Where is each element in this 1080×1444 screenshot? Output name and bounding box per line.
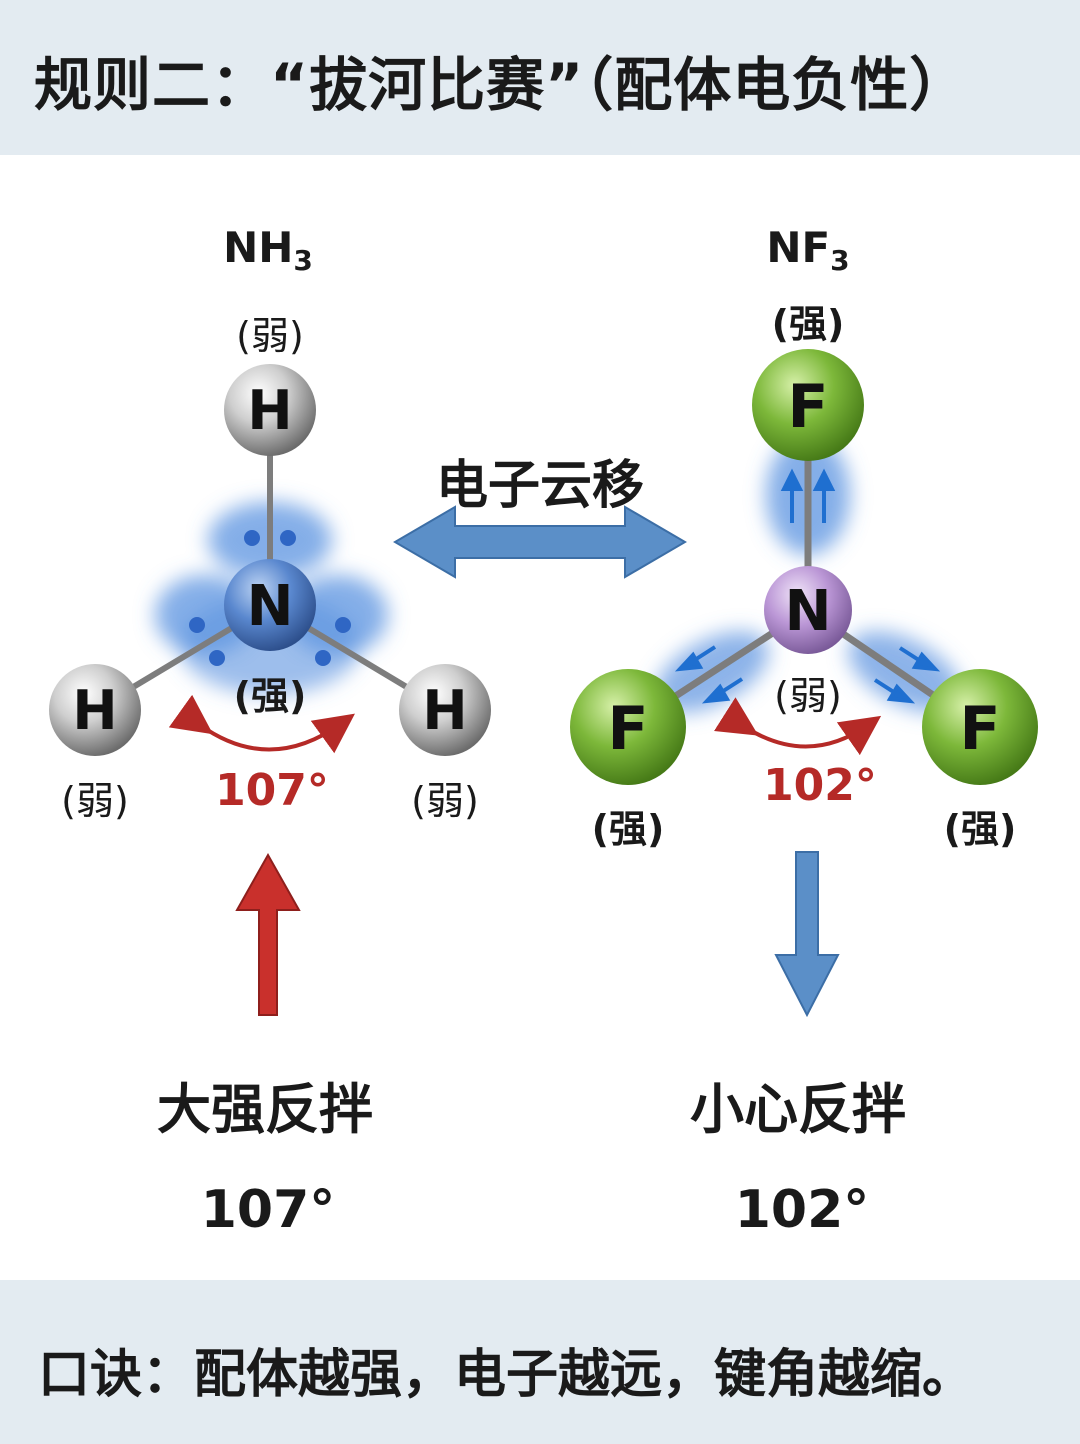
f-atom-left: F [570,669,686,785]
f-atom-top: F [752,349,864,461]
atom-symbol: H [72,679,117,742]
n-atom-right: N [764,566,852,654]
down-arrow-blue [774,851,840,1018]
electron-dots [189,530,351,666]
f-right-strength-label: (强) [943,807,1017,851]
h-atom-left: H [49,664,141,756]
double-arrow [393,505,687,579]
h-right-strength-label: (弱) [411,779,479,823]
atom-symbol: F [788,372,829,442]
electron-cloud-shift-label: 电子云移 [435,456,645,516]
nf3-formula: NF3 [766,223,850,277]
angle-arc [168,694,355,754]
angle-arc [714,697,882,756]
f-top-strength-label: (强) [771,302,845,346]
atom-symbol: N [247,574,294,639]
diagram-area: H N H H [0,155,1080,1280]
atom-symbol: H [422,679,467,742]
atom-symbol: F [608,694,649,764]
mnemonic-text: 口诀：配体越强，电子越远，键角越缩。 [38,1345,975,1405]
h-top-strength-label: (弱) [236,314,304,358]
molecule-diagram: H N H H [49,349,1038,1018]
nf3-molecule: F N F F [570,349,1038,785]
nh3-molecule: H N H H [49,364,491,756]
h-atom-right: H [399,664,491,756]
n-atom-left: N [224,559,316,651]
n-strength-label: (弱) [774,674,842,718]
atom-symbol: N [785,579,832,644]
nh3-formula: NH3 [223,223,313,277]
left-slogan: 大强反拌 [157,1078,373,1141]
right-slogan: 小心反拌 [690,1078,906,1141]
atom-symbol: F [960,694,1001,764]
atom-symbol: H [247,379,292,442]
up-arrow-red [235,852,301,1016]
h-left-strength-label: (弱) [61,779,129,823]
title-bar: 规则二：“拔河比赛”（配体电负性） [0,0,1080,155]
f-left-strength-label: (强) [591,807,665,851]
nh3-bond-angle: 107° [215,765,329,816]
n-strength-label: (强) [233,674,307,718]
right-slogan-angle: 102° [734,1180,870,1240]
page-title: 规则二：“拔河比赛”（配体电负性） [34,51,969,119]
f-atom-right: F [922,669,1038,785]
left-slogan-angle: 107° [200,1180,336,1240]
nf3-bond-angle: 102° [763,760,877,811]
h-atom-top: H [224,364,316,456]
footer-bar: 口诀：配体越强，电子越远，键角越缩。 [0,1280,1080,1444]
shift-arrows [674,468,941,704]
